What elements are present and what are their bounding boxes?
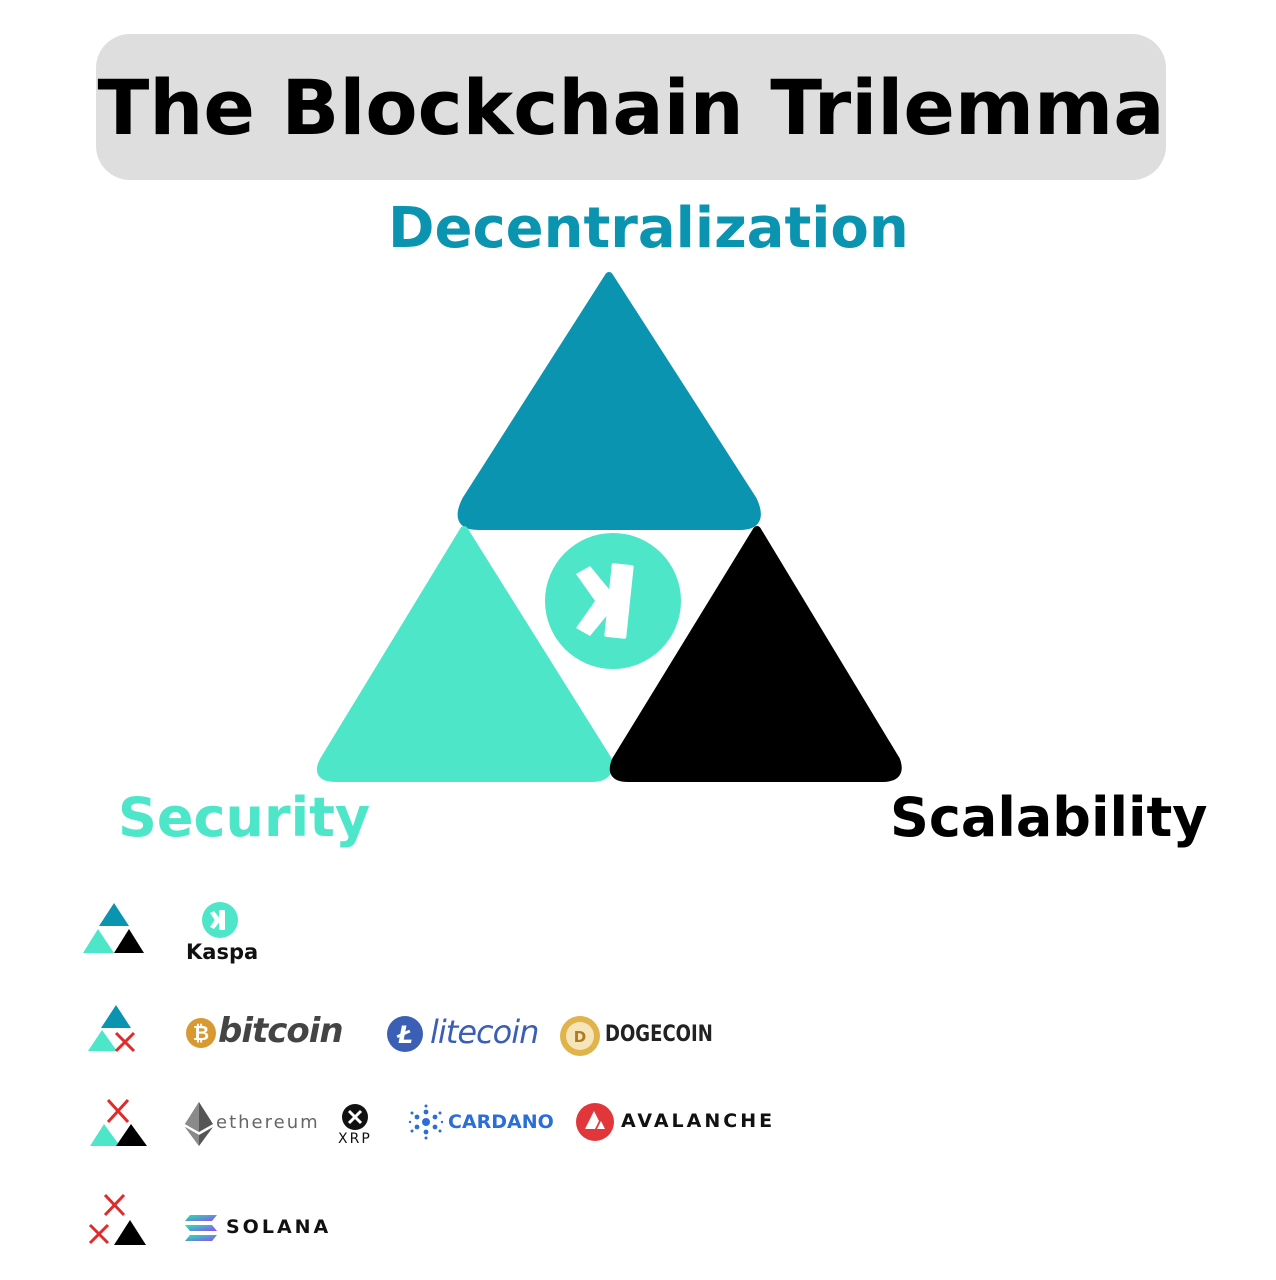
row4-trilemma-icon bbox=[88, 1193, 146, 1245]
litecoin-name: litecoin bbox=[430, 1013, 539, 1051]
row2-trilemma-icon bbox=[88, 1005, 136, 1053]
solana-icon bbox=[185, 1215, 217, 1241]
bitcoin-name: bitcoin bbox=[218, 1011, 344, 1051]
dogecoin-icon: D bbox=[560, 1016, 600, 1056]
solana-name: SOLANA bbox=[226, 1216, 332, 1238]
svg-text:₿: ₿ bbox=[193, 1021, 209, 1045]
title-banner: The Blockchain Trilemma bbox=[96, 34, 1166, 180]
scalability-label: Scalability bbox=[890, 786, 1208, 849]
kaspa-name: Kaspa bbox=[186, 940, 259, 964]
decentralization-triangle bbox=[457, 272, 761, 530]
missing-mark-icon bbox=[114, 1031, 136, 1053]
row3-trilemma-icon bbox=[90, 1098, 147, 1146]
page-title: The Blockchain Trilemma bbox=[97, 62, 1165, 152]
cardano-icon bbox=[408, 1104, 444, 1140]
xrp-name: XRP bbox=[338, 1131, 372, 1147]
missing-mark-icon bbox=[88, 1223, 110, 1245]
kaspa-logo bbox=[545, 533, 681, 669]
cardano-name: CARDANO bbox=[448, 1111, 554, 1133]
bitcoin-icon: ₿ bbox=[186, 1018, 216, 1048]
kaspa-icon bbox=[202, 902, 238, 938]
avalanche-icon bbox=[576, 1103, 614, 1141]
dogecoin-name: DOGECOIN bbox=[605, 1022, 713, 1047]
avalanche-name: AVALANCHE bbox=[621, 1110, 776, 1132]
ethereum-name: ethereum bbox=[216, 1112, 320, 1133]
missing-mark-icon bbox=[106, 1098, 130, 1124]
row1-trilemma-icon bbox=[83, 903, 144, 953]
scalability-triangle bbox=[609, 526, 902, 782]
xrp-icon bbox=[342, 1104, 368, 1130]
security-label: Security bbox=[118, 786, 371, 849]
ethereum-icon bbox=[185, 1102, 213, 1146]
security-triangle bbox=[317, 526, 613, 782]
svg-text:Ł: Ł bbox=[396, 1021, 413, 1049]
litecoin-icon: Ł bbox=[387, 1016, 423, 1052]
svg-text:D: D bbox=[574, 1028, 586, 1046]
missing-mark-icon bbox=[103, 1193, 126, 1217]
decentralization-label: Decentralization bbox=[388, 196, 909, 261]
